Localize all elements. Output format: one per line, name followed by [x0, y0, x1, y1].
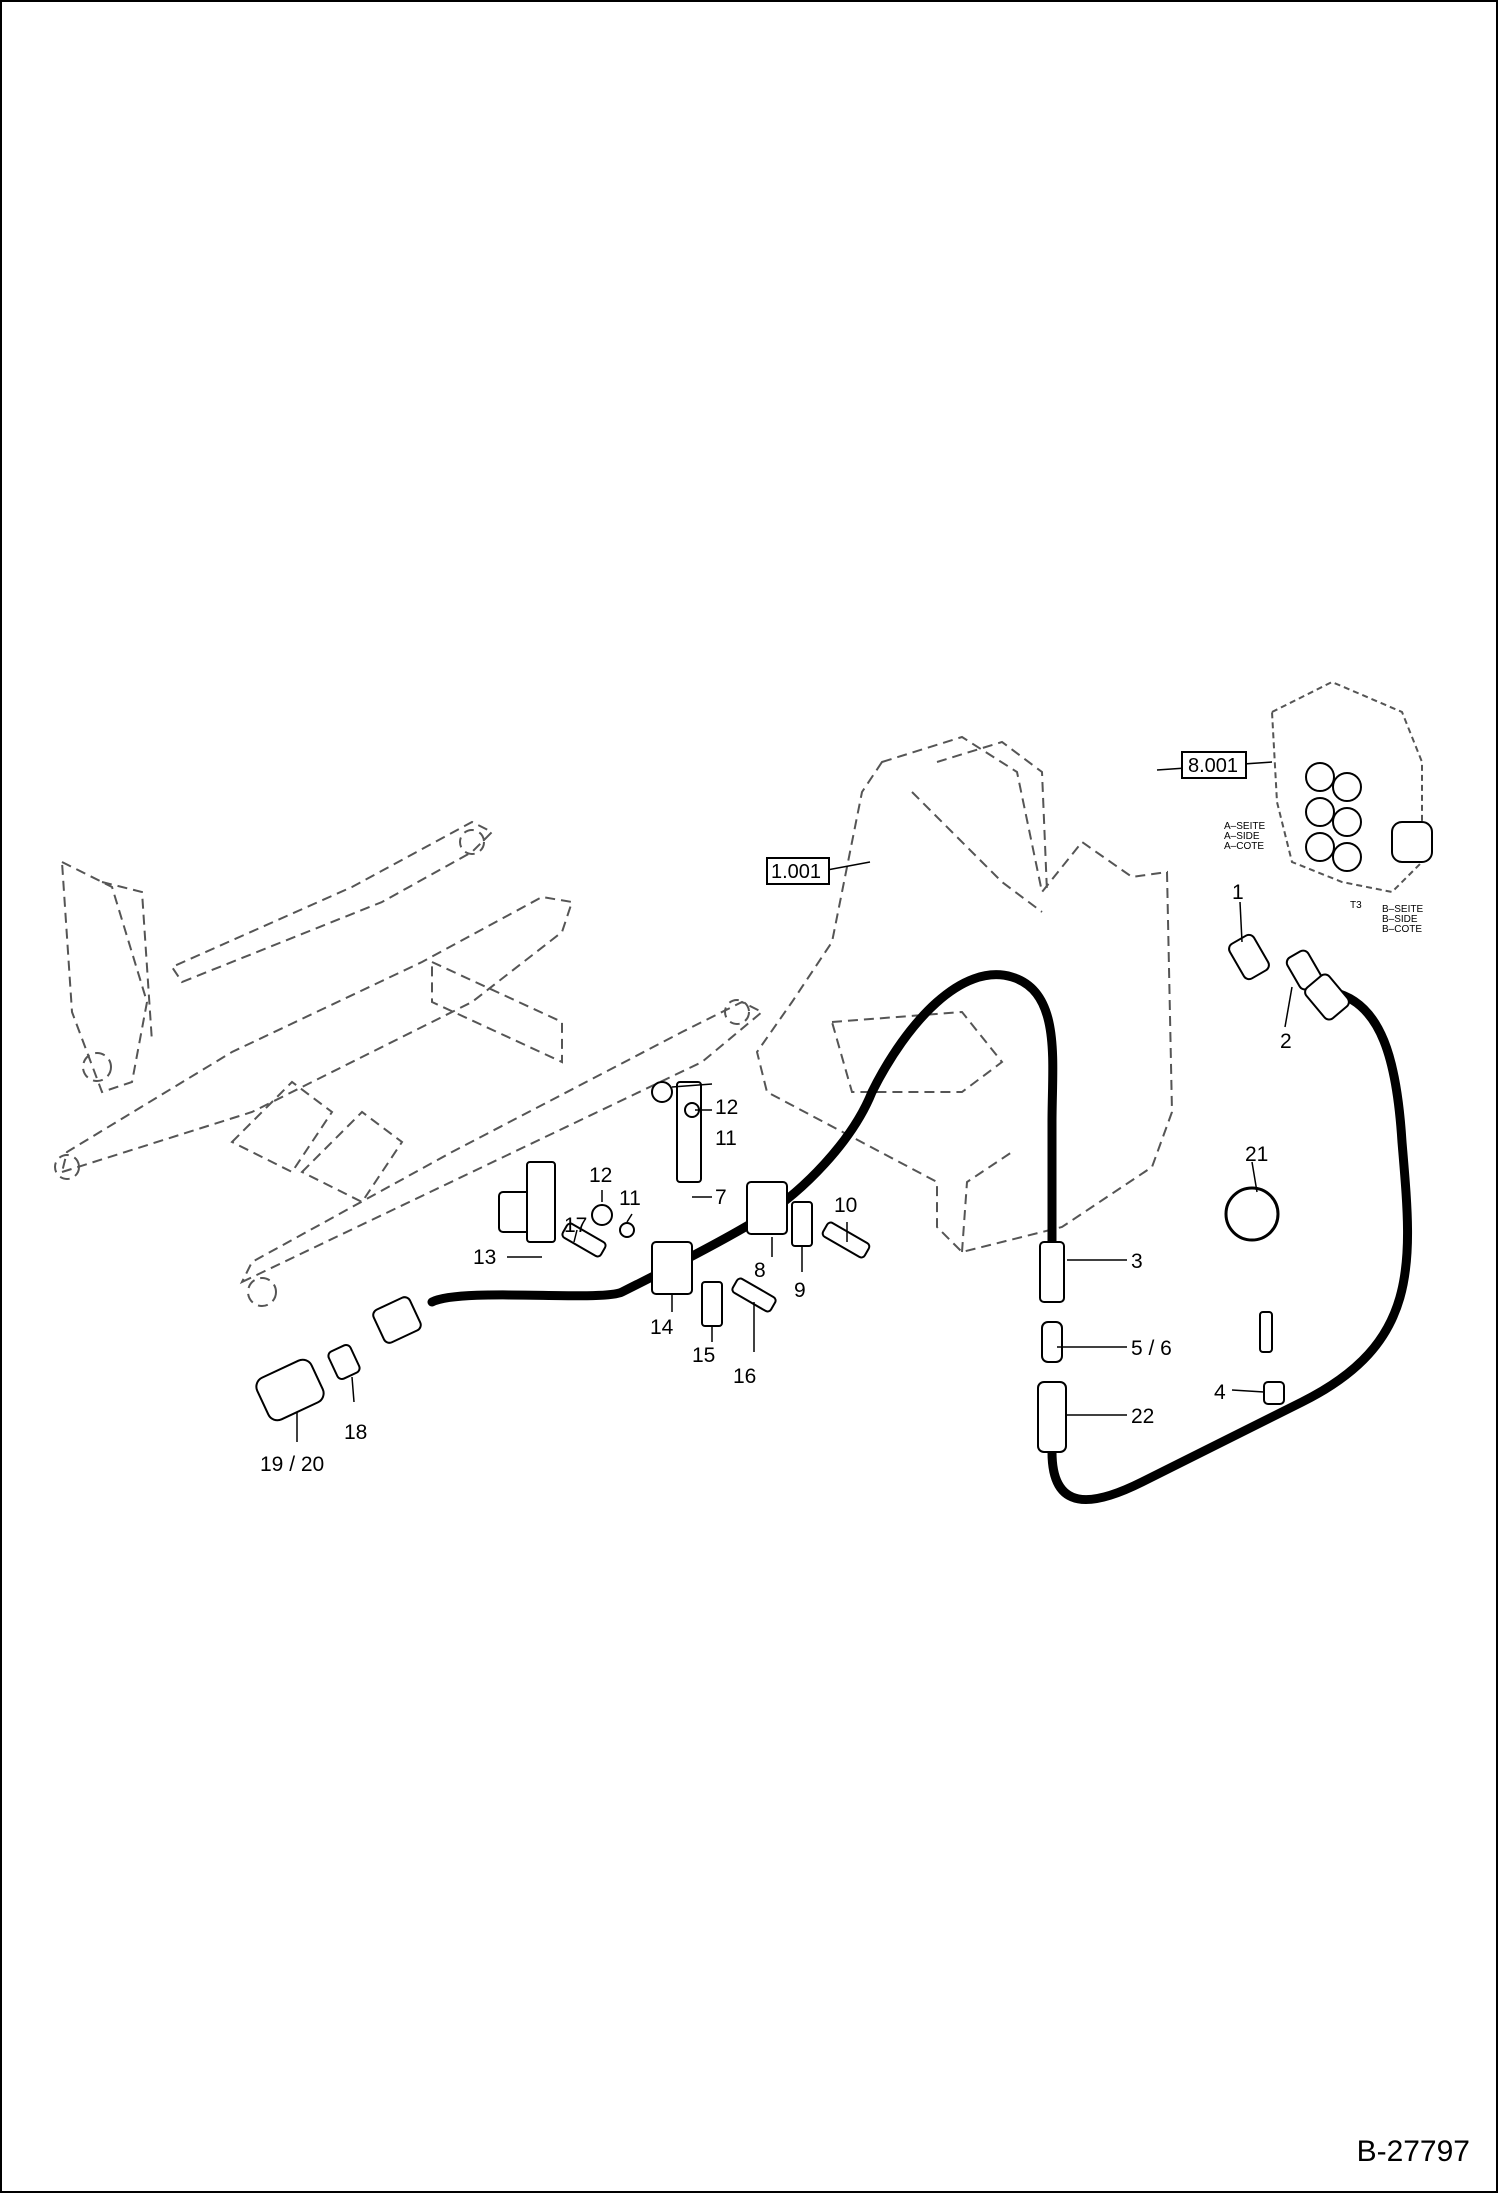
b-side-en: B–SIDE	[1382, 914, 1418, 925]
callout-3: 3	[1131, 1250, 1143, 1273]
port-label-t3: T3	[1350, 900, 1362, 911]
return-hose	[1047, 987, 1413, 1504]
fittings	[255, 933, 1350, 1453]
b-side-fr: B–COTE	[1382, 924, 1422, 935]
a-side-en: A–SIDE	[1224, 831, 1260, 842]
callout-2: 2	[1280, 1030, 1292, 1053]
callout-7: 7	[715, 1186, 727, 1209]
callout-17: 17	[564, 1214, 587, 1237]
valve-side-b-note: B–SEITE B–SIDE B–COTE	[1382, 904, 1423, 935]
a-side-fr: A–COTE	[1224, 841, 1264, 852]
callout-19-20: 19 / 20	[260, 1453, 324, 1476]
callout-22: 22	[1131, 1405, 1154, 1428]
callout-4: 4	[1214, 1381, 1226, 1404]
callout-12-upper: 12	[715, 1096, 738, 1119]
hydraulic-hose	[427, 970, 1058, 1307]
callout-21: 21	[1245, 1143, 1268, 1166]
callouts: 1 2 3 4 5 / 6 7 8 9 10 11 11 12 12 13 14…	[260, 881, 1292, 1476]
leader-lines	[296, 761, 1293, 1442]
callout-12-lower: 12	[589, 1164, 612, 1187]
callout-11-lower: 11	[619, 1187, 641, 1210]
valve-ref-label: 8.001	[1188, 755, 1238, 777]
callout-16: 16	[733, 1365, 756, 1388]
reference-box-valve: 8.001	[1181, 751, 1247, 779]
drawing-number: B-27797	[1356, 2135, 1470, 2168]
callout-18: 18	[344, 1421, 367, 1444]
callout-11-upper: 11	[715, 1127, 737, 1150]
reference-box-frame: 1.001	[766, 857, 830, 885]
callout-5-6: 5 / 6	[1131, 1337, 1172, 1360]
valve-side-a-note: A–SEITE A–SIDE A–COTE	[1224, 821, 1265, 852]
control-valve-block	[1270, 680, 1433, 894]
callout-13: 13	[473, 1246, 496, 1269]
machine-frame	[54, 735, 1174, 1307]
callout-15: 15	[692, 1344, 715, 1367]
frame-ref-label: 1.001	[771, 861, 821, 883]
callout-10: 10	[834, 1194, 857, 1217]
callout-9: 9	[794, 1279, 806, 1302]
b-side-de: B–SEITE	[1382, 904, 1423, 915]
callout-14: 14	[650, 1316, 674, 1339]
callout-1: 1	[1232, 881, 1244, 904]
callout-8: 8	[754, 1259, 766, 1282]
a-side-de: A–SEITE	[1224, 821, 1265, 832]
